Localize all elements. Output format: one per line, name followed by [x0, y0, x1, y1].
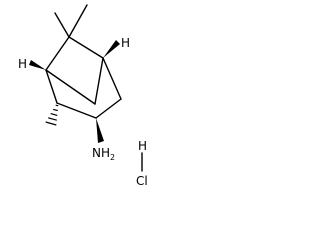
bond-c7-me-right — [68, 4, 88, 38]
bridgehead-h-left: H — [18, 57, 27, 71]
bond-c4-c3 — [95, 98, 122, 119]
bond-c6-c5 — [94, 57, 104, 105]
bond-c5-c4 — [102, 57, 122, 100]
bond-c7-c5 — [68, 36, 104, 59]
structure-diagram: H H N H 2 H Cl — [18, 4, 148, 188]
wedge-bond-c3-n — [96, 118, 104, 143]
bridgehead-h-right: H — [121, 36, 130, 50]
wedge-bond-c5-h — [103, 40, 120, 58]
amine-n-label: N — [92, 146, 101, 160]
hcl-cl-label: Cl — [136, 174, 148, 188]
bond-c7-c1 — [45, 36, 70, 71]
bond-c1-c2 — [45, 69, 58, 104]
bond-c1-c6 — [45, 69, 96, 105]
bond-c3-c2 — [56, 102, 97, 119]
amine-h-count: 2 — [110, 153, 115, 162]
hcl-h-label: H — [138, 139, 147, 153]
wedge-bond-c1-h — [29, 60, 46, 70]
hashed-bond-c2-methyl — [45, 104, 59, 126]
bond-c7-me-left — [54, 12, 70, 38]
amine-h-label: H — [101, 146, 110, 160]
